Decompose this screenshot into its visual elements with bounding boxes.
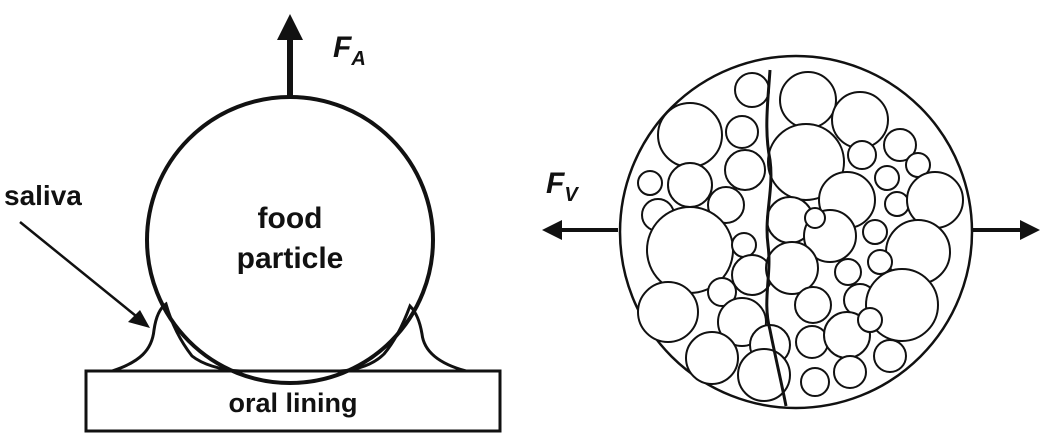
inner-particle bbox=[767, 123, 845, 201]
inner-particle bbox=[874, 165, 900, 191]
adhesive-force-label: FA bbox=[333, 31, 366, 70]
inner-particle bbox=[867, 249, 893, 275]
viscous-force-label: FV bbox=[546, 167, 579, 206]
inner-particle bbox=[734, 72, 770, 108]
viscous-force-arrowhead-right-icon bbox=[1020, 220, 1040, 240]
inner-particle bbox=[794, 286, 832, 324]
saliva-pointer-arrowhead-icon bbox=[128, 310, 150, 328]
food-particle-label-line2: particle bbox=[237, 242, 344, 275]
saliva-label: saliva bbox=[4, 180, 82, 211]
inner-particle bbox=[657, 102, 723, 168]
inner-particle bbox=[637, 170, 663, 196]
adhesion-panel: oral lining food particle FA saliva bbox=[4, 14, 502, 433]
oral-lining-slab bbox=[84, 369, 502, 433]
inner-particle bbox=[857, 307, 883, 333]
inner-particles-group bbox=[637, 71, 964, 402]
saliva-meniscus-right bbox=[339, 303, 467, 373]
inner-particle bbox=[765, 241, 819, 295]
inner-particle bbox=[667, 162, 713, 208]
inner-particle bbox=[883, 128, 917, 162]
food-particle-circle bbox=[145, 95, 435, 385]
inner-particle bbox=[731, 232, 757, 258]
inner-particle bbox=[724, 149, 766, 191]
inner-particle bbox=[884, 191, 910, 217]
inner-particle bbox=[685, 331, 739, 385]
inner-particle bbox=[804, 207, 826, 229]
inner-particle bbox=[707, 186, 745, 224]
fracture-crack-line bbox=[765, 69, 788, 407]
inner-particle bbox=[779, 71, 837, 129]
food-particle-label-line1: food bbox=[258, 202, 323, 235]
viscous-force-arrowhead-left-icon bbox=[542, 220, 562, 240]
inner-particle bbox=[800, 367, 830, 397]
adhesive-force-arrowhead-icon bbox=[277, 14, 303, 40]
inner-particle bbox=[831, 91, 889, 149]
inner-particle bbox=[873, 339, 907, 373]
saliva-pointer-shaft bbox=[19, 221, 137, 317]
inner-particle bbox=[795, 325, 829, 359]
inner-particle bbox=[834, 258, 862, 286]
inner-particle bbox=[847, 140, 877, 170]
inner-particle bbox=[862, 219, 888, 245]
inner-particle bbox=[833, 355, 867, 389]
inner-particle bbox=[707, 277, 737, 307]
oral-lining-label: oral lining bbox=[228, 388, 357, 418]
saliva-meniscus-left bbox=[111, 301, 241, 373]
inner-particle bbox=[725, 115, 759, 149]
inner-particle bbox=[637, 281, 699, 343]
cohesion-panel: FV bbox=[542, 54, 1040, 410]
inner-particle bbox=[865, 268, 939, 342]
